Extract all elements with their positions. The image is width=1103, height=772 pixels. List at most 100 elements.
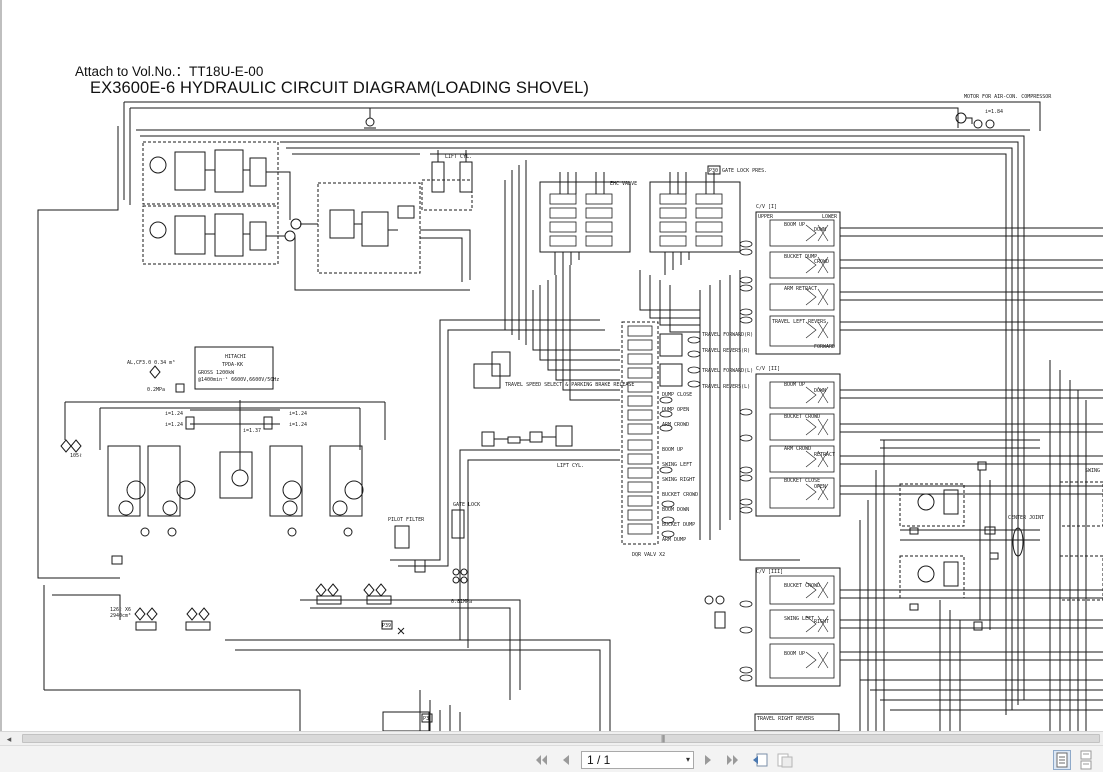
next-view-icon <box>777 753 793 768</box>
label-travel-revers-l: TRAVEL REVERS(L) <box>702 384 750 390</box>
continuous-page-view-button[interactable] <box>1077 750 1095 770</box>
label-boom-up-2: BOOM UP <box>784 382 805 388</box>
valve-block-top-center <box>317 108 473 282</box>
last-page-icon <box>727 755 738 765</box>
label-ratio-124b: i=1.24 <box>165 422 183 428</box>
single-page-view-button[interactable] <box>1053 750 1071 770</box>
label-swing-right: SWING RIGHT <box>662 477 695 483</box>
engine-and-main-pumps <box>60 346 405 635</box>
diagram-title: EX3600E-6 HYDRAULIC CIRCUIT DIAGRAM(LOAD… <box>90 79 589 97</box>
label-p3: P3 <box>423 716 429 722</box>
label-engine-spec2: @1400min⁻¹ 6600V,6600V/50Hz <box>198 377 279 383</box>
label-vol-105: 105ℓ <box>70 453 82 459</box>
label-dqr-valve: DQR VALV X2 <box>632 552 665 558</box>
aircon-motor <box>955 112 995 129</box>
swing-motors-right <box>899 461 1103 631</box>
label-ratio-124c: i=1.24 <box>289 411 307 417</box>
first-page-button[interactable] <box>533 751 551 769</box>
label-press-02: 0.2MPa <box>147 387 165 393</box>
label-upper: UPPER <box>758 214 774 220</box>
dropdown-arrow-icon: ▾ <box>685 755 690 764</box>
label-bucket-crowd-3: BUCKET CROWD <box>784 583 820 589</box>
last-page-button[interactable] <box>723 751 741 769</box>
label-engine-model: TPDA-KK <box>222 362 243 368</box>
next-page-button[interactable] <box>699 751 717 769</box>
label-ehc-valve: EHC VALVE <box>610 181 637 187</box>
ehc-valve-groups <box>539 165 741 275</box>
label-gate-lock-pres: GATE LOCK PRES. <box>722 168 767 174</box>
label-vol-126: 126ℓ X6 <box>110 607 131 613</box>
label-travel-revers-r: TRAVEL REVERS(R) <box>702 348 750 354</box>
previous-page-icon <box>563 755 569 765</box>
document-page: Attach to Vol.No.：TT18U-E-00 EX3600E-6 H… <box>0 0 1103 731</box>
label-lower: LOWER <box>822 214 838 220</box>
next-page-icon <box>705 755 711 765</box>
label-swing-left: SWING LEFT <box>662 462 692 468</box>
label-cv2: C/V [II] <box>756 366 780 372</box>
label-boom-up-dqr: BOOM UP <box>662 447 683 453</box>
previous-view-button[interactable] <box>751 751 769 769</box>
label-gate-lock: GATE LOCK <box>453 502 480 508</box>
label-travel-forward-l: TRAVEL FORWARD(L) <box>702 368 753 374</box>
previous-page-button[interactable] <box>557 751 575 769</box>
label-dump-close: DUMP CLOSE <box>662 392 692 398</box>
first-page-icon <box>536 755 547 765</box>
page-edge <box>0 0 2 731</box>
label-motor-ratio: i=1.84 <box>985 109 1003 115</box>
label-vol-2940: 2940cm³ <box>110 613 131 619</box>
mid-center-components <box>394 351 726 629</box>
label-motor-air-con: MOTOR FOR AIR-CON. COMPRESSOR <box>964 94 1052 100</box>
continuous-page-icon <box>1080 750 1092 770</box>
label-bucket-crowd-dqr: BUCKET CROWD <box>662 492 698 498</box>
label-boom-up-3: BOOM UP <box>784 651 805 657</box>
document-header: Attach to Vol.No.：TT18U-E-00 EX3600E-6 H… <box>75 60 589 97</box>
scrollbar-grip: ||| <box>661 734 665 743</box>
control-valves <box>739 211 841 687</box>
label-engine-brand: HITACHI <box>225 354 246 360</box>
dqr-valve-stack <box>621 321 701 545</box>
bottom-components <box>382 711 840 731</box>
label-down-2: DOWN <box>814 388 826 394</box>
label-press-081: 0.81MPa <box>451 599 472 605</box>
attach-volume-line: Attach to Vol.No.：TT18U-E-00 <box>75 64 264 79</box>
label-swing-partial: SWING <box>1085 468 1100 474</box>
label-boom-up: BOOM UP <box>784 222 805 228</box>
label-boom-down: BOOM DOWN <box>662 507 689 513</box>
hydraulic-schematic: MOTOR FOR AIR-CON. COMPRESSOR i=1.84 LIF… <box>37 94 1103 731</box>
label-open: OPEN <box>814 484 826 490</box>
label-crowd: CROWD <box>814 259 829 265</box>
label-ratio-124d: i=1.24 <box>289 422 307 428</box>
scrollbar-track[interactable]: ||| <box>18 734 1100 743</box>
label-bucket-dump-dqr: BUCKET DUMP <box>662 522 695 528</box>
label-arm-crowd: ARM CROWD <box>784 446 811 452</box>
scroll-left-arrow-icon[interactable]: ◂ <box>6 734 12 744</box>
label-arm-dump: ARM DUMP <box>662 537 686 543</box>
label-travel-right-revers: TRAVEL RIGHT REVERS <box>757 716 814 722</box>
pump-modules-top-left <box>142 141 470 291</box>
label-down: DOWN <box>814 227 826 233</box>
single-page-icon <box>1056 752 1068 768</box>
previous-view-icon <box>753 753 768 767</box>
scrollbar-thumb[interactable]: ||| <box>22 734 1100 743</box>
label-bucket-dump: BUCKET DUMP <box>784 254 817 260</box>
label-forward: FORWARD <box>814 344 835 350</box>
label-travel-forward-r: TRAVEL FORWARD(R) <box>702 332 753 338</box>
label-lift-cyl-mid: LIFT CYL. <box>557 463 584 469</box>
label-swing-left-3: SWING LEFT <box>784 616 814 622</box>
label-right: RIGHT <box>814 619 829 625</box>
horizontal-scrollbar[interactable]: ◂ ||| <box>0 731 1103 745</box>
label-accumulator: AL,CF3.0 0.34 m³ <box>127 360 175 366</box>
label-p30: P30 <box>709 168 718 174</box>
page-number-select[interactable]: 1 / 1 ▾ <box>581 751 694 769</box>
label-cv3: C/V [III] <box>756 569 783 575</box>
label-retract: RETRACT <box>814 452 835 458</box>
label-travel-left-revers: TRAVEL LEFT REVERS <box>772 319 826 325</box>
label-lift-cyl-top: LIFT CYL. <box>445 154 472 160</box>
label-ratio-124a: i=1.24 <box>165 411 183 417</box>
label-pilot-filter: PILOT FILTER <box>388 517 425 523</box>
label-travel-speed: TRAVEL SPEED SELECT & PARKING BRAKE RELE… <box>505 382 634 388</box>
next-view-button[interactable] <box>776 751 794 769</box>
label-engine-spec1: GROSS 1200kW <box>198 370 235 376</box>
label-bucket-crowd: BUCKET CROWD <box>784 414 820 420</box>
